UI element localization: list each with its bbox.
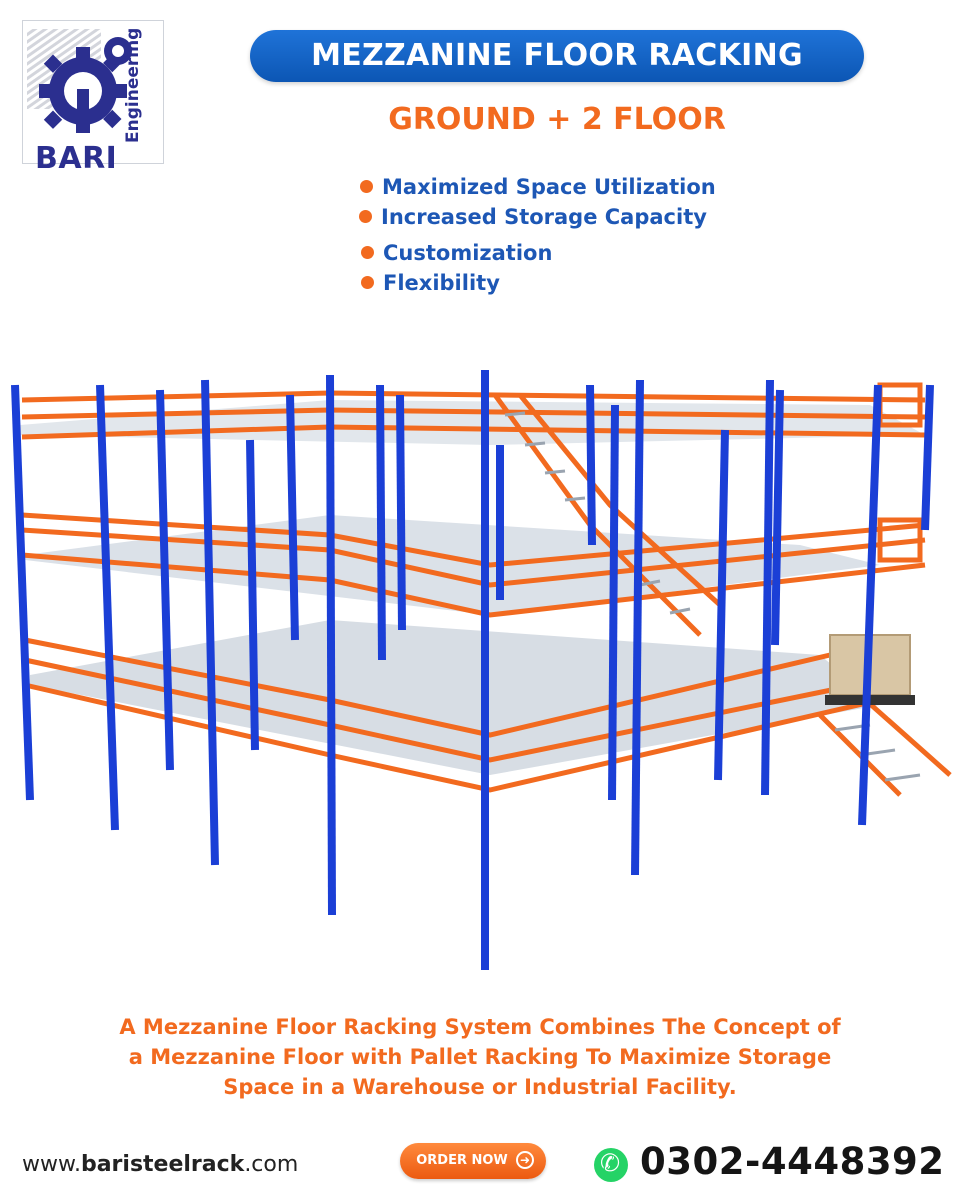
description-line: A Mezzanine Floor Racking System Combine… (119, 1015, 841, 1039)
url-domain: baristeelrack (80, 1152, 245, 1177)
gear-icon (27, 29, 132, 133)
order-now-button[interactable]: ORDER NOW ➜ (400, 1143, 546, 1179)
brand-tagline: Engineering (123, 27, 143, 143)
brand-name: BARI (35, 141, 118, 176)
website-link[interactable]: www.baristeelrack.com (22, 1152, 298, 1177)
feature-item: Customization (359, 238, 716, 268)
brand-logo: BARI Engineering (22, 20, 164, 176)
description-line: a Mezzanine Floor with Pallet Racking To… (128, 1045, 832, 1069)
page-subtitle: GROUND + 2 FLOOR (388, 102, 726, 137)
feature-item: Maximized Space Utilization (358, 172, 716, 202)
description: A Mezzanine Floor Racking System Combine… (30, 1012, 930, 1102)
page-title: MEZZANINE FLOOR RACKING (250, 30, 864, 82)
feature-item: Flexibility (359, 268, 716, 298)
url-suffix: .com (244, 1152, 299, 1177)
url-prefix: www. (22, 1152, 81, 1177)
whatsapp-icon[interactable] (594, 1148, 628, 1182)
mezzanine-rack-illustration (11, 370, 952, 970)
feature-list: Maximized Space Utilization Increased St… (358, 172, 716, 298)
phone-number[interactable]: 0302-4448392 (640, 1140, 945, 1183)
arrow-right-circle-icon: ➜ (516, 1151, 534, 1169)
order-now-label: ORDER NOW (416, 1153, 508, 1168)
feature-item: Increased Storage Capacity (357, 202, 716, 232)
description-line: Space in a Warehouse or Industrial Facil… (223, 1075, 737, 1099)
